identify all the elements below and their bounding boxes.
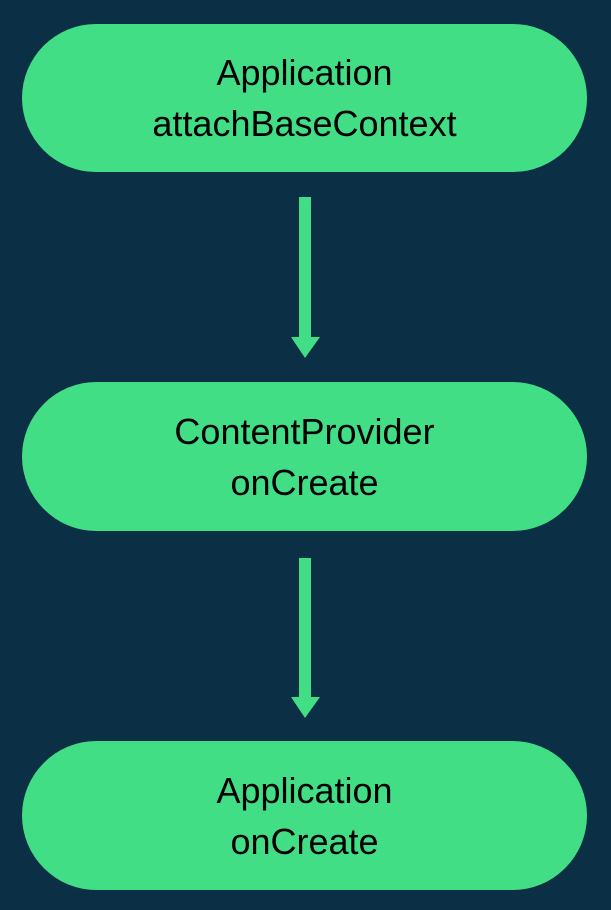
flow-node-label-line1: Application xyxy=(216,769,393,811)
arrow-shape-2 xyxy=(291,558,320,718)
arrow-shape-1 xyxy=(291,197,320,358)
flow-node-application-on-create[interactable]: Application onCreate xyxy=(22,741,587,890)
flow-node-content-provider-on-create[interactable]: ContentProvider onCreate xyxy=(22,382,587,531)
flow-node-application-attach-base-context[interactable]: Application attachBaseContext xyxy=(22,24,587,172)
flow-node-label-line1: ContentProvider xyxy=(174,410,435,452)
flow-arrow-down-1 xyxy=(291,197,320,358)
flow-arrow-down-2 xyxy=(291,558,320,718)
flow-node-label-line2: attachBaseContext xyxy=(152,103,457,144)
flow-node-label-line2: onCreate xyxy=(230,461,379,503)
flow-node-label-line1: Application xyxy=(216,52,393,93)
flow-node-label-line2: onCreate xyxy=(230,820,379,862)
